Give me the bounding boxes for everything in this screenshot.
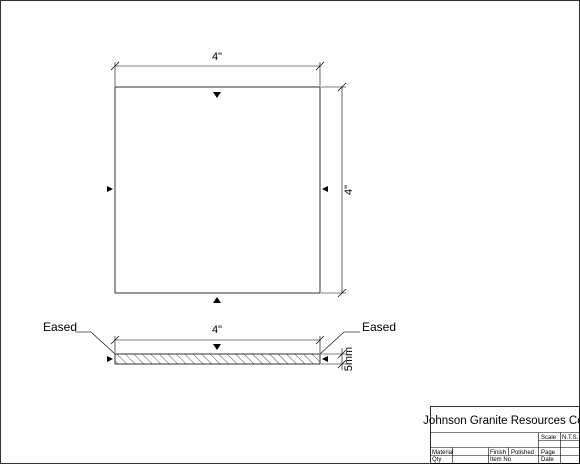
finish-marker-top <box>213 92 221 98</box>
thickness-label: 5mm <box>343 347 355 371</box>
stone-edge-section <box>114 353 321 365</box>
left-eased-label: Eased <box>43 320 77 334</box>
date-label: Date <box>541 457 554 463</box>
side-width-dimension: 4" <box>110 324 325 353</box>
title-block: Johnson Granite Resources Co. Scale N.T.… <box>423 406 580 464</box>
finish-marker-left <box>107 186 113 192</box>
right-eased-callout: Eased <box>319 320 396 355</box>
finish-marker-bottom <box>213 297 221 303</box>
right-eased-label: Eased <box>362 320 396 334</box>
left-eased-callout: Eased <box>43 320 116 355</box>
stone-face-outline <box>114 86 321 294</box>
scale-value: N.T.S. <box>562 435 579 441</box>
finish-label: Finish <box>490 450 506 456</box>
top-width-label: 4" <box>212 51 222 63</box>
top-height-label: 4" <box>343 185 355 195</box>
side-width-label: 4" <box>212 324 222 336</box>
scale-label: Scale <box>541 435 557 441</box>
thickness-dimension: 5mm <box>321 347 355 371</box>
side-finish-marker-right <box>322 356 328 362</box>
side-finish-marker-top <box>213 344 221 350</box>
top-view: 4" 4" <box>107 51 355 303</box>
top-width-dimension: 4" <box>110 51 325 86</box>
side-view: 4" 5mm Eased Eased <box>43 320 396 371</box>
top-height-dimension: 4" <box>321 82 355 298</box>
finish-marker-right <box>322 186 328 192</box>
finish-value: Polished <box>511 450 534 456</box>
material-label: Matérial <box>432 450 453 456</box>
item-no-label: Item No <box>490 457 512 463</box>
company-name: Johnson Granite Resources Co. <box>423 415 580 427</box>
side-finish-marker-left <box>107 356 113 362</box>
page-label: Page <box>541 450 556 456</box>
qty-label: Qty <box>432 457 441 463</box>
